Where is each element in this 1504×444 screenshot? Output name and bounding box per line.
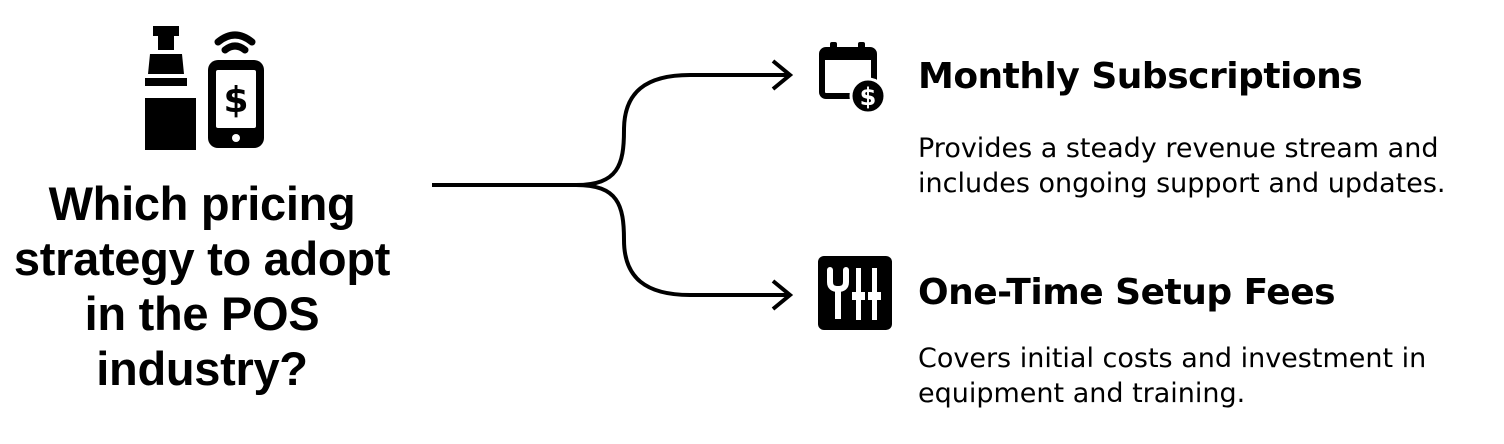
- branch-lower: [575, 183, 788, 297]
- arrowhead-upper: [771, 59, 794, 91]
- branch-upper: [575, 73, 788, 187]
- svg-text:$: $: [860, 83, 877, 111]
- svg-text:$: $: [223, 80, 248, 121]
- question-text: Which pricing strategy to adopt in the P…: [13, 177, 391, 395]
- tools-icon: [818, 256, 892, 330]
- option-description-monthly-subscriptions: Provides a steady revenue stream and inc…: [918, 133, 1446, 199]
- arrowhead-lower: [771, 279, 794, 311]
- option-title-one-time-setup-fees: One-Time Setup Fees: [918, 272, 1336, 313]
- option-description-one-time-setup-fees: Covers initial costs and investment in e…: [918, 343, 1427, 409]
- option-title-monthly-subscriptions: Monthly Subscriptions: [918, 56, 1363, 97]
- pos-terminal-icon: $: [145, 26, 264, 150]
- calendar-dollar-icon: $: [819, 42, 887, 114]
